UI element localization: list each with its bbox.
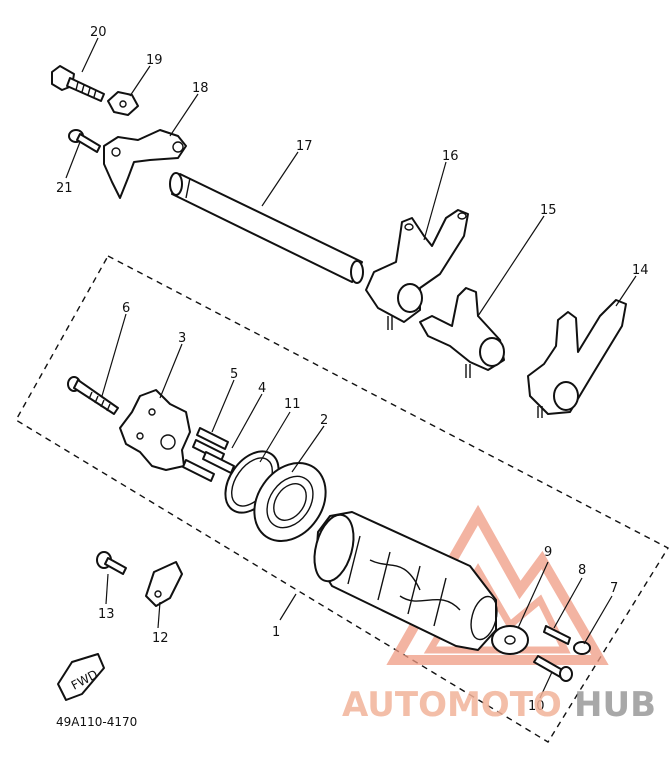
screw-21 [68, 129, 101, 153]
watermark-text-secondary: HUB [574, 685, 656, 725]
callout-3: 3 [178, 331, 186, 346]
callouts: 20 19 18 17 16 15 14 6 3 5 4 11 2 1 21 1… [56, 25, 649, 714]
assembly-boundary [15, 255, 669, 743]
callout-5: 5 [230, 367, 238, 382]
shift-fork-16 [365, 209, 469, 330]
screw-10 [533, 655, 573, 682]
callout-16: 16 [442, 149, 459, 164]
callout-8: 8 [578, 563, 586, 578]
callout-10: 10 [528, 699, 545, 714]
callout-1: 1 [272, 625, 280, 640]
callout-4: 4 [258, 381, 266, 396]
shift-fork-15 [419, 287, 505, 378]
callout-18: 18 [192, 81, 209, 96]
callout-19: 19 [146, 53, 163, 68]
callout-20: 20 [90, 25, 107, 40]
callout-2: 2 [320, 413, 328, 428]
shift-fork-14 [527, 299, 627, 418]
callout-7: 7 [610, 581, 618, 596]
callout-12: 12 [152, 631, 169, 646]
bolt-20 [51, 65, 105, 102]
pins-5-4 [182, 427, 235, 482]
callout-15: 15 [540, 203, 557, 218]
part-code: 49A110-4170 [56, 715, 137, 729]
fwd-arrow: FWD [57, 653, 105, 701]
callout-14: 14 [632, 263, 649, 278]
callout-6: 6 [122, 301, 130, 316]
callout-13: 13 [98, 607, 115, 622]
pin-8 [543, 625, 571, 645]
plate-12 [145, 561, 183, 607]
stopper-plate-18 [103, 129, 187, 199]
shift-fork-shaft-17 [169, 172, 364, 284]
washer-7 [573, 641, 591, 655]
callout-21: 21 [56, 181, 73, 196]
watermark-brand: AUTOMOTO HUB [342, 685, 656, 725]
screw-13 [96, 551, 127, 575]
segment-3 [119, 389, 191, 471]
shift-drum-1 [313, 511, 498, 651]
callout-9: 9 [544, 545, 552, 560]
callout-17: 17 [296, 139, 313, 154]
nut-19 [107, 91, 139, 116]
bolt-6 [67, 376, 119, 415]
washer-9 [491, 625, 529, 655]
leader-lines [65, 37, 637, 699]
bearing-2 [253, 462, 327, 542]
watermark-text-primary: AUTOMOTO [342, 685, 562, 725]
callout-11: 11 [284, 397, 301, 412]
